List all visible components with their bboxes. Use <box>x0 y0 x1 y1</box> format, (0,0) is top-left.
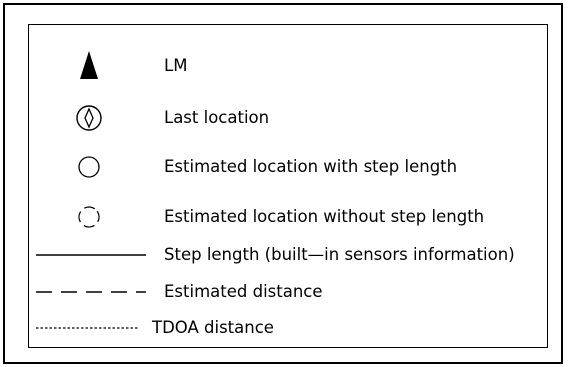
dotted-line-icon <box>29 310 159 346</box>
legend-label-tdoa-distance: TDOA distance <box>152 318 274 337</box>
outer-frame: LM Last location Estimated location with… <box>3 3 563 364</box>
legend-label-step-length: Step length (built—in sensors informatio… <box>164 245 515 264</box>
legend-item-est-with-step: Estimated location with step length <box>29 149 549 185</box>
last-location-icon <box>29 100 159 136</box>
solid-line-icon <box>29 237 159 273</box>
lm-triangle-icon <box>29 48 159 84</box>
legend-label-last-location: Last location <box>164 108 270 127</box>
legend-item-lm: LM <box>29 48 549 84</box>
legend-item-est-without-step: Estimated location without step length <box>29 199 549 235</box>
legend-label-lm: LM <box>164 56 188 75</box>
legend-item-last-location: Last location <box>29 100 549 136</box>
broken-circle-icon <box>29 199 159 235</box>
solid-circle-icon <box>29 149 159 185</box>
legend-box: LM Last location Estimated location with… <box>28 24 548 348</box>
dashed-line-icon <box>29 274 159 310</box>
legend-item-step-length: Step length (built—in sensors informatio… <box>29 237 549 273</box>
legend-label-estimated-distance: Estimated distance <box>164 282 323 301</box>
legend-label-est-without-step: Estimated location without step length <box>164 207 485 226</box>
legend-item-tdoa-distance: TDOA distance <box>29 310 549 346</box>
legend-label-est-with-step: Estimated location with step length <box>164 157 458 176</box>
legend-item-estimated-distance: Estimated distance <box>29 274 549 310</box>
